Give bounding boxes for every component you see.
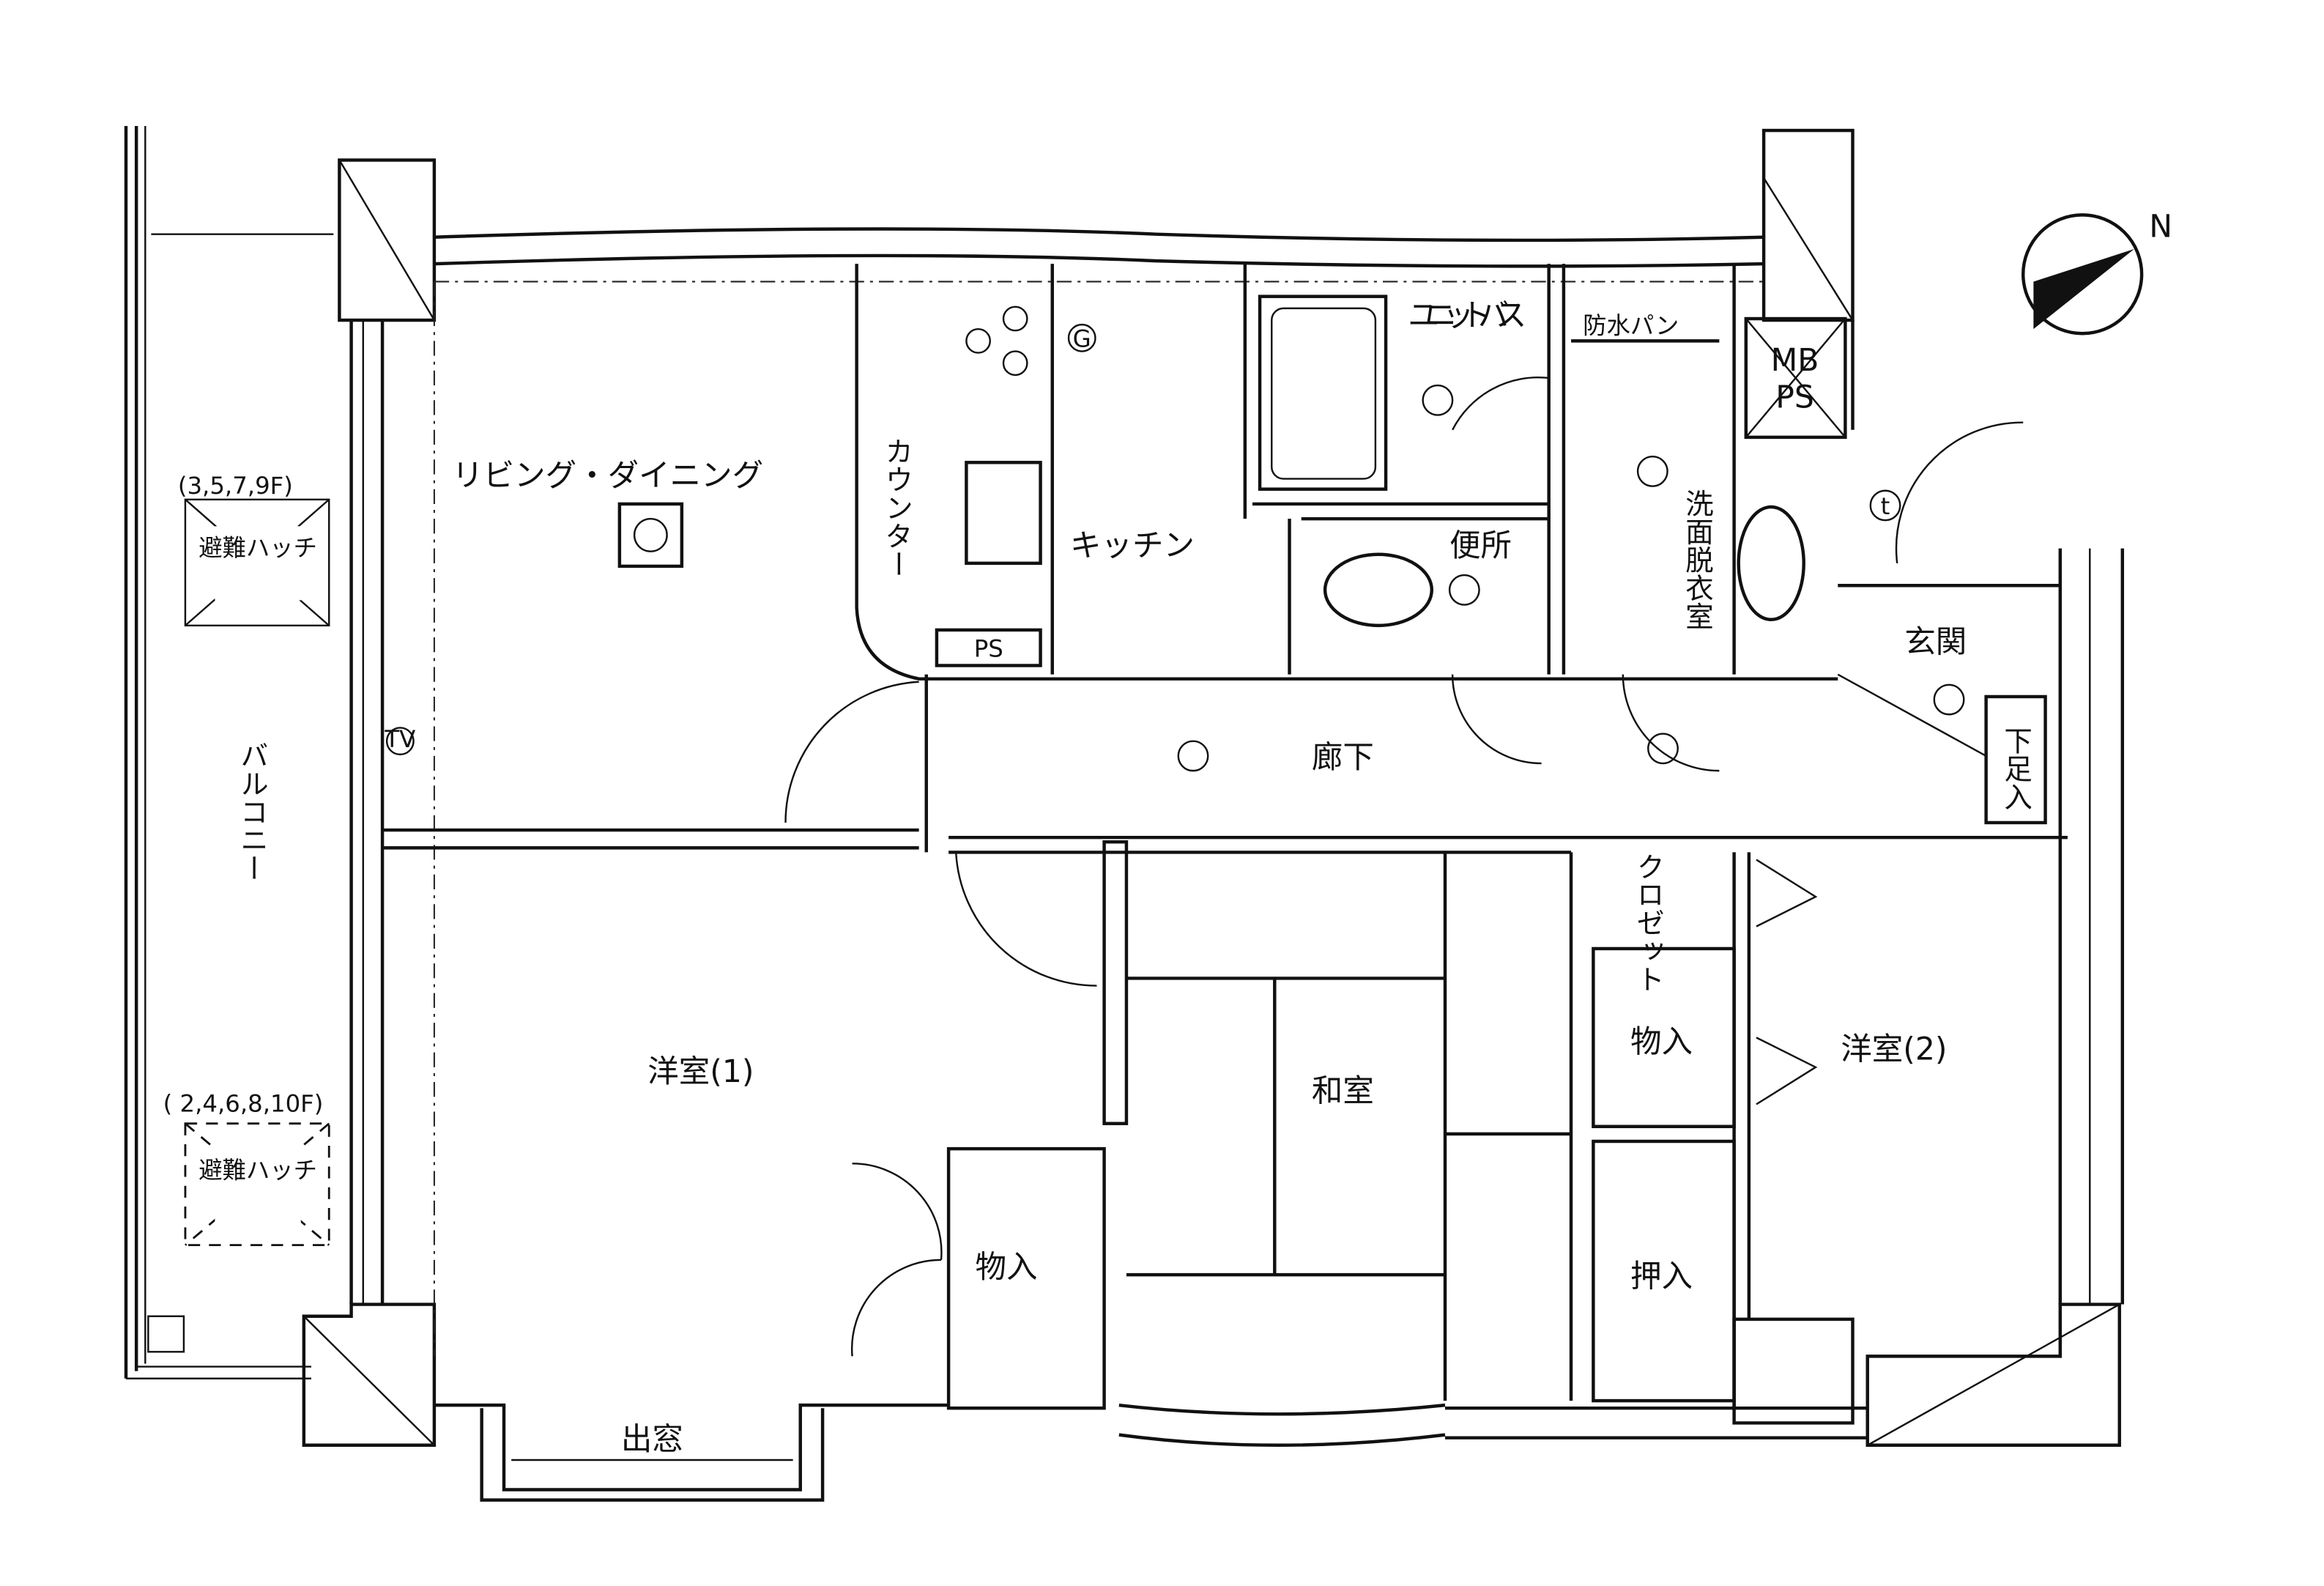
storage-label-left: 物入 [976,1250,1038,1286]
japanese-room-label: 和室 [1312,1073,1374,1109]
evacuation-hatch-1: (3,5,7,9F) 避難ハッチ [178,472,330,627]
room-labels: リビング・ダイニング カウンター キッチン ユニットバス 防水パン MB PS … [452,298,2032,1294]
closet-label: クロゼット [1632,852,1665,993]
toilet-label: 便所 [1449,528,1512,564]
unit-bath-label: ユニットバス [1408,298,1526,334]
hatch-label-1: 避難ハッチ [198,534,317,562]
kitchen-label: キッチン [1070,528,1195,564]
western-room-2-label: 洋室(2) [1841,1032,1947,1068]
hatch-floors-1: (3,5,7,9F) [178,472,293,500]
fixtures: PS G t TV [384,294,2024,1357]
oshiire-label: 押入 [1630,1259,1693,1294]
bay-window-label: 出窓 [621,1422,683,1458]
living-dining-label: リビング・ダイニング [452,459,763,494]
north-label: N [2149,210,2172,245]
washroom-label: 洗面脱衣室 [1681,489,1714,630]
evacuation-hatch-2: ( 2,4,6,8,10F) 避難ハッチ [163,1090,330,1247]
hatch-label-2: 避難ハッチ [198,1157,317,1185]
shoe-box-label: 下足入 [2000,726,2032,810]
north-arrow: N [2021,210,2172,336]
ps-label: PS [1775,379,1814,415]
exterior-walls: 出窓 [302,128,2125,1502]
hatch-floors-2: ( 2,4,6,8,10F) [163,1090,324,1118]
mb-label: MB [1771,343,1819,379]
counter-label: カウンター [880,437,913,578]
tv-symbol: TV [384,725,415,753]
ps-box-label: PS [974,634,1003,662]
interior-walls [382,264,2068,1410]
waterproof-pan-label: 防水パン [1583,311,1679,339]
entrance-label: 玄関 [1904,624,1967,660]
tel-symbol: t [1881,492,1890,520]
balcony-label: バルコニー [236,741,269,882]
hallway-label: 廊下 [1312,740,1374,776]
gas-symbol: G [1073,325,1091,352]
western-room-1-label: 洋室(1) [647,1054,754,1090]
storage-label-right: 物入 [1630,1025,1693,1061]
balcony: バルコニー [124,125,334,1379]
